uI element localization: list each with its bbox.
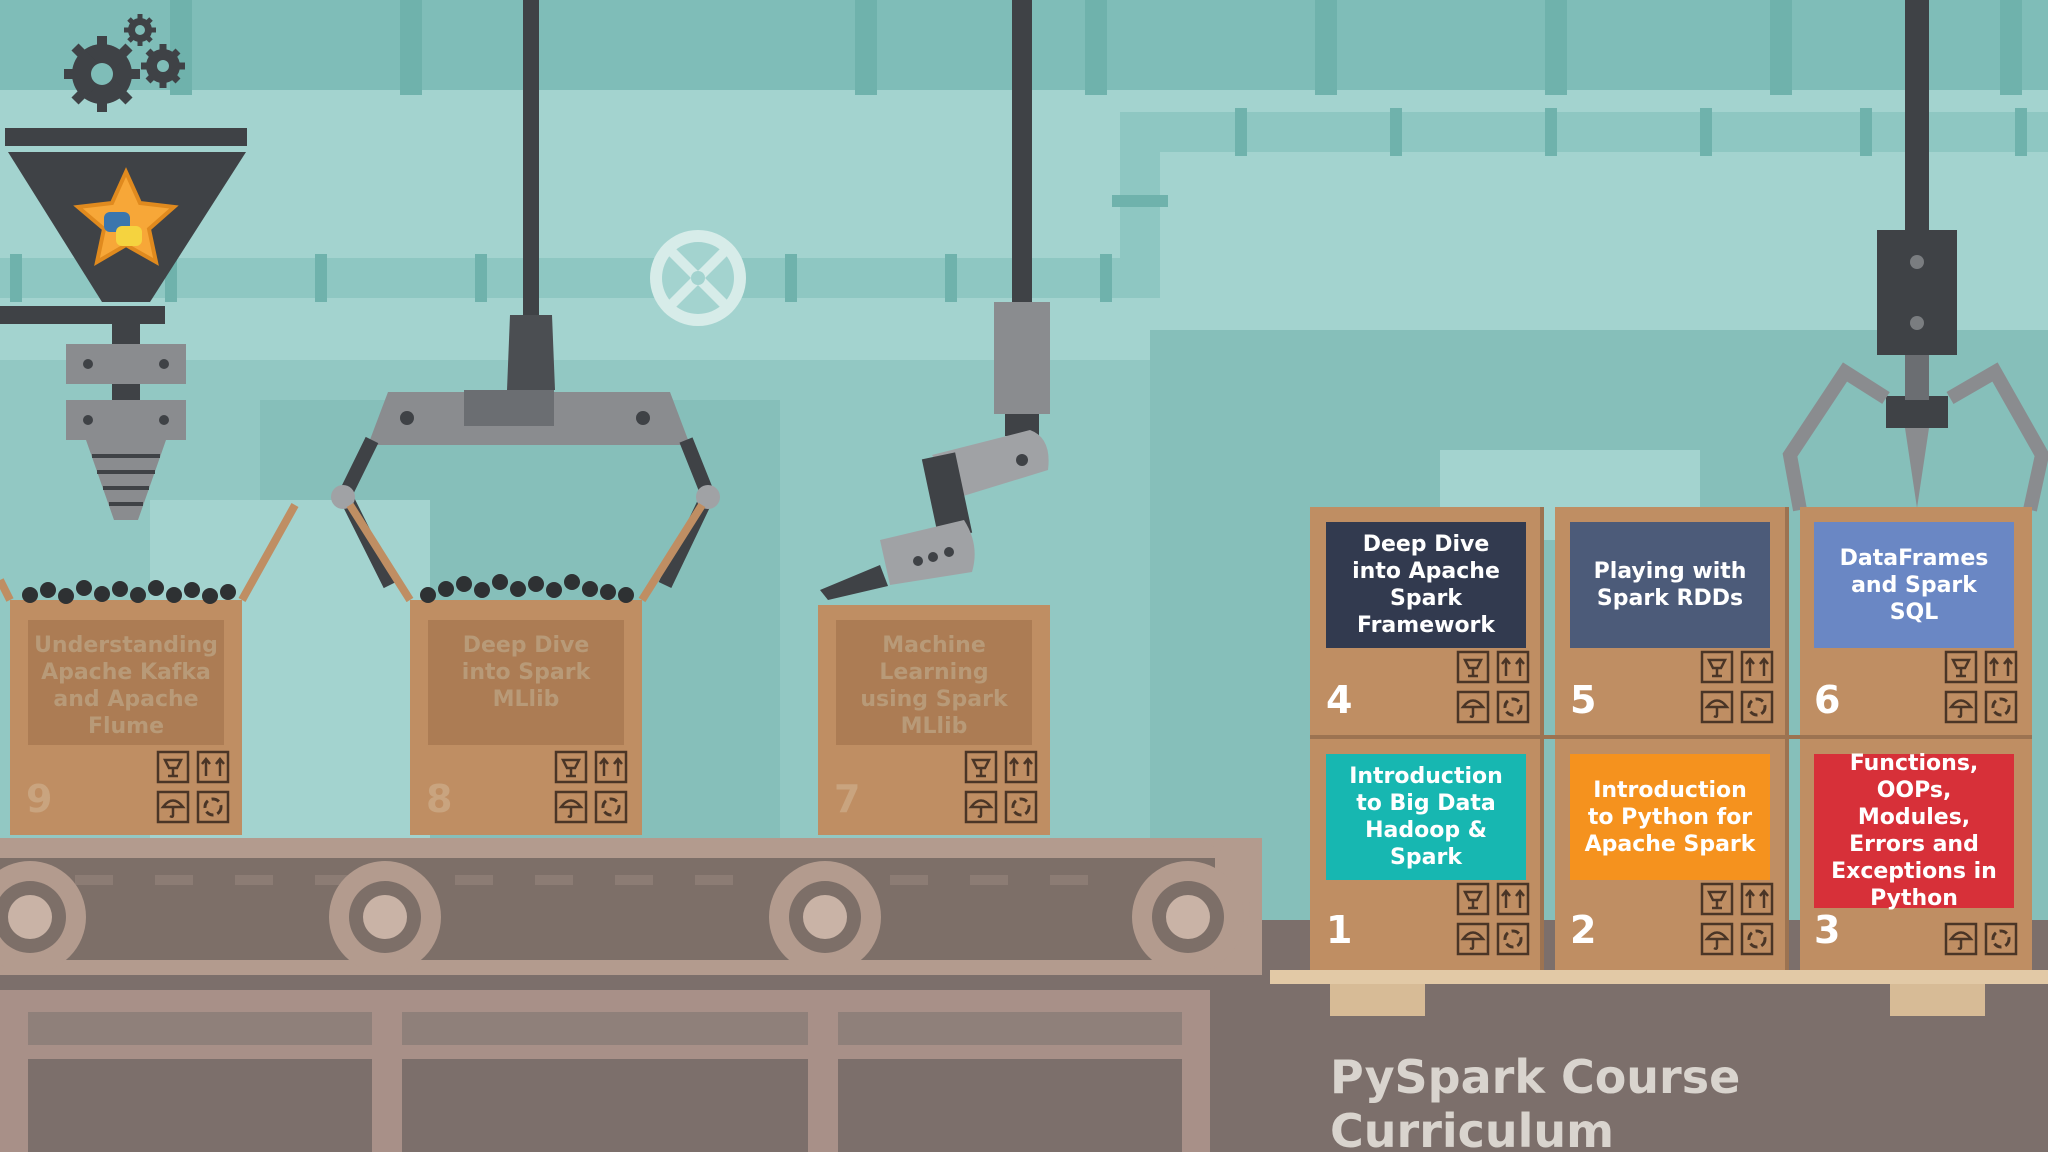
page-title: PySpark Course Curriculum <box>1330 1050 1741 1152</box>
module-5-label: Playing with Spark RDDs <box>1570 522 1770 648</box>
module-8-label: Deep Dive into Spark MLlib <box>461 633 591 712</box>
module-2-number: 2 <box>1570 908 1597 952</box>
module-9-label: Understanding Apache Kafka and Apache Fl… <box>34 633 218 739</box>
module-6-label: DataFrames and Spark SQL <box>1814 522 2014 648</box>
module-2-label: Introduction to Python for Apache Spark <box>1570 754 1770 880</box>
module-4-label: Deep Dive into Apache Spark Framework <box>1326 522 1526 648</box>
module-8-number: 8 <box>426 777 453 821</box>
gear-icon <box>64 14 185 112</box>
module-7-label: Machine Learning using Spark MLlib <box>860 633 1008 739</box>
python-logo-icon <box>73 167 179 267</box>
module-3-number: 3 <box>1814 908 1841 952</box>
module-6-number: 6 <box>1814 678 1841 722</box>
box-module-7 <box>818 605 1050 835</box>
module-5-number: 5 <box>1570 678 1597 722</box>
module-9-number: 9 <box>26 777 53 821</box>
module-7-number: 7 <box>834 777 861 821</box>
box-module-9 <box>0 503 299 835</box>
module-3-label: Functions, OOPs, Modules, Errors and Exc… <box>1814 751 2014 911</box>
module-4-number: 4 <box>1326 678 1353 722</box>
box-module-8 <box>346 502 706 835</box>
valve-wheel-icon <box>650 230 746 326</box>
module-1-label: Introduction to Big Data Hadoop & Spark <box>1326 754 1526 880</box>
module-1-number: 1 <box>1326 908 1353 952</box>
